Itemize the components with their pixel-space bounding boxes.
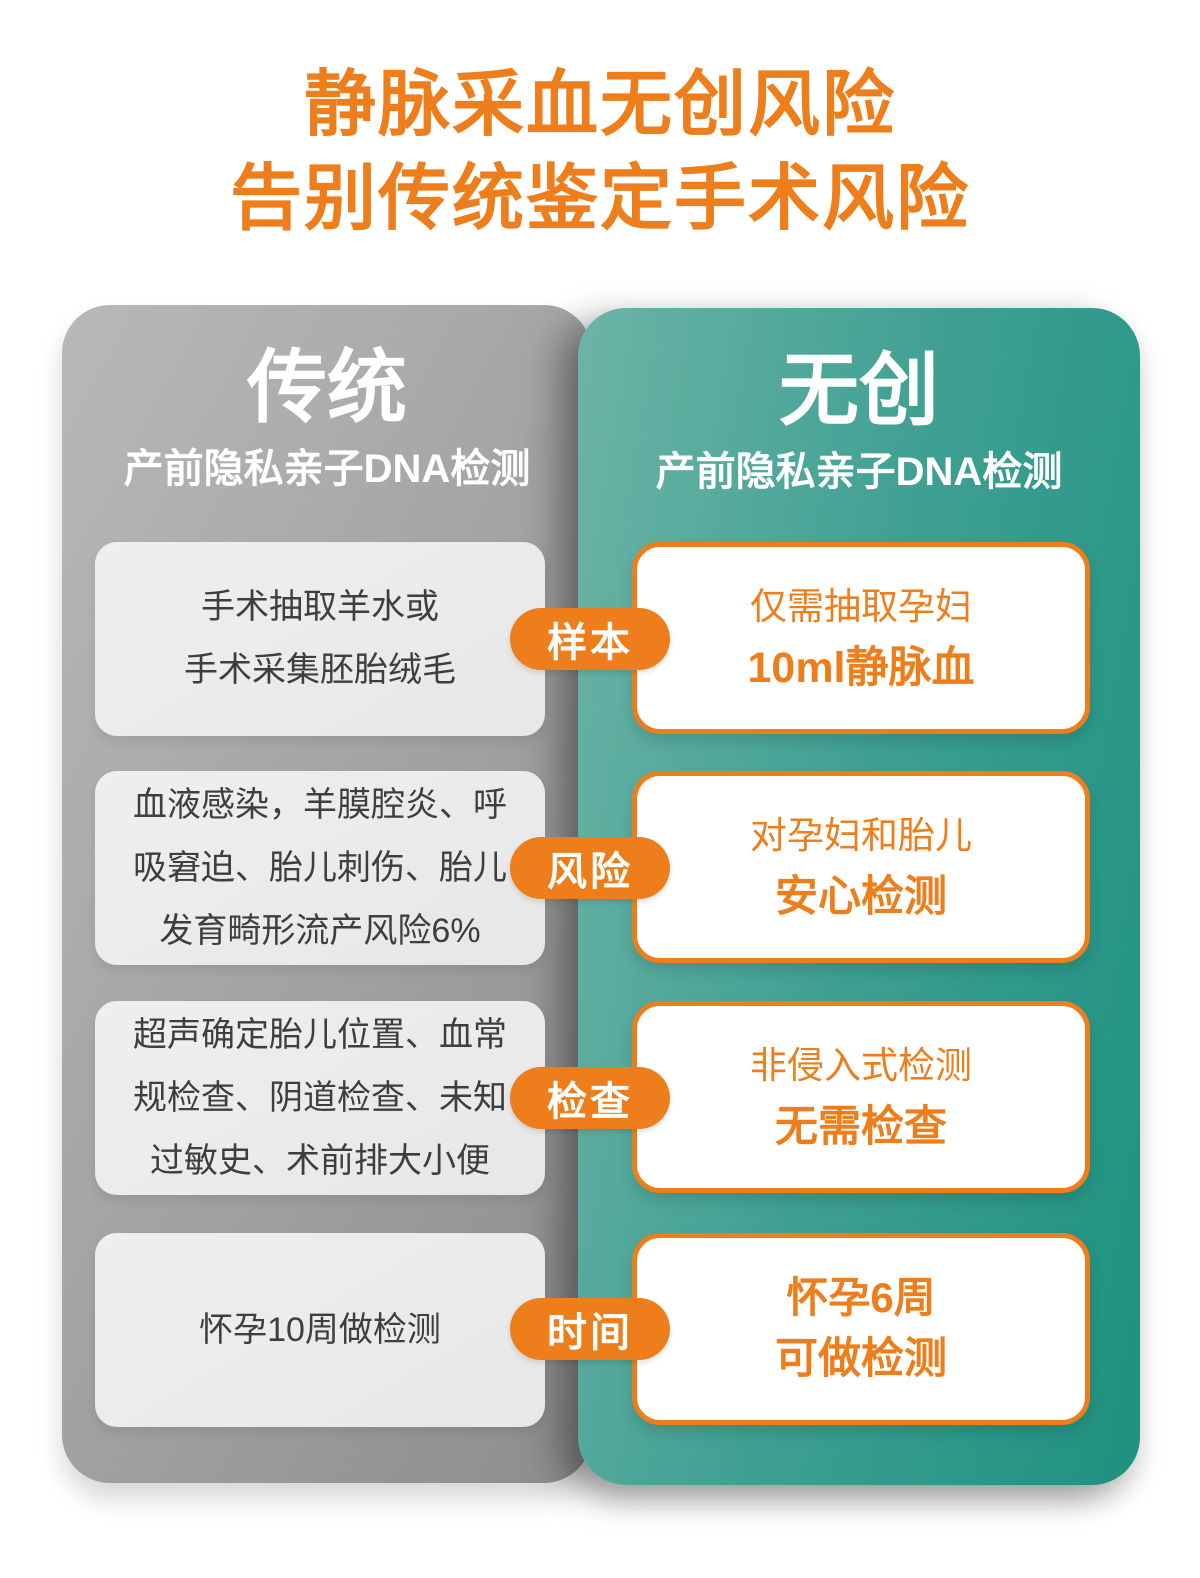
page-title: 静脉采血无创风险 告别传统鉴定手术风险 xyxy=(0,58,1200,246)
traditional-exam-line: 过敏史、术前排大小便 xyxy=(150,1141,490,1180)
noninvasive-sample-line: 仅需抽取孕妇 xyxy=(750,586,972,627)
traditional-sample-line: 手术采集胚胎绒毛 xyxy=(184,651,456,689)
noninvasive-risk-highlight: 安心检测 xyxy=(775,873,947,921)
traditional-card-sample: 手术抽取羊水或 手术采集胚胎绒毛 xyxy=(95,542,545,736)
category-badge-exam: 检查 xyxy=(510,1067,670,1129)
noninvasive-card-risk: 对孕妇和胎儿 安心检测 xyxy=(632,771,1090,963)
traditional-risk-line: 发育畸形流产风险6% xyxy=(159,911,481,950)
noninvasive-card-exam: 非侵入式检测 无需检查 xyxy=(632,1001,1090,1193)
noninvasive-exam-highlight: 无需检查 xyxy=(775,1103,947,1151)
category-badge-sample: 样本 xyxy=(510,608,670,670)
traditional-risk-line: 吸窘迫、胎儿刺伤、胎儿 xyxy=(133,848,507,887)
noninvasive-time-line: 怀孕6周 xyxy=(786,1274,936,1321)
traditional-card-risk: 血液感染，羊膜腔炎、呼 吸窘迫、胎儿刺伤、胎儿 发育畸形流产风险6% xyxy=(95,771,545,965)
noninvasive-sample-highlight: 10ml静脉血 xyxy=(747,644,975,692)
traditional-column-title: 传统 xyxy=(247,343,407,432)
traditional-sample-line: 手术抽取羊水或 xyxy=(201,588,439,626)
traditional-time-line: 怀孕10周做检测 xyxy=(199,1310,441,1349)
noninvasive-exam-line: 非侵入式检测 xyxy=(750,1045,972,1086)
traditional-exam-line: 规检查、阴道检查、未知 xyxy=(133,1078,507,1117)
noninvasive-risk-line: 对孕妇和胎儿 xyxy=(750,815,972,856)
noninvasive-time-highlight: 可做检测 xyxy=(775,1335,947,1383)
category-badge-risk: 风险 xyxy=(510,837,670,899)
traditional-column-subtitle: 产前隐私亲子DNA检测 xyxy=(123,447,531,491)
traditional-card-exam: 超声确定胎儿位置、血常 规检查、阴道检查、未知 过敏史、术前排大小便 xyxy=(95,1001,545,1195)
traditional-risk-line: 血液感染，羊膜腔炎、呼 xyxy=(133,785,507,824)
category-badge-time: 时间 xyxy=(510,1298,670,1360)
noninvasive-card-sample: 仅需抽取孕妇 10ml静脉血 xyxy=(632,542,1090,734)
noninvasive-column-subtitle: 产前隐私亲子DNA检测 xyxy=(655,450,1063,494)
noninvasive-card-time: 怀孕6周 可做检测 xyxy=(632,1233,1090,1425)
page-title-line2: 告别传统鉴定手术风险 xyxy=(229,159,970,239)
traditional-exam-line: 超声确定胎儿位置、血常 xyxy=(133,1015,507,1054)
page-title-line1: 静脉采血无创风险 xyxy=(303,65,896,145)
noninvasive-column-title: 无创 xyxy=(779,346,939,435)
traditional-card-time: 怀孕10周做检测 xyxy=(95,1233,545,1427)
